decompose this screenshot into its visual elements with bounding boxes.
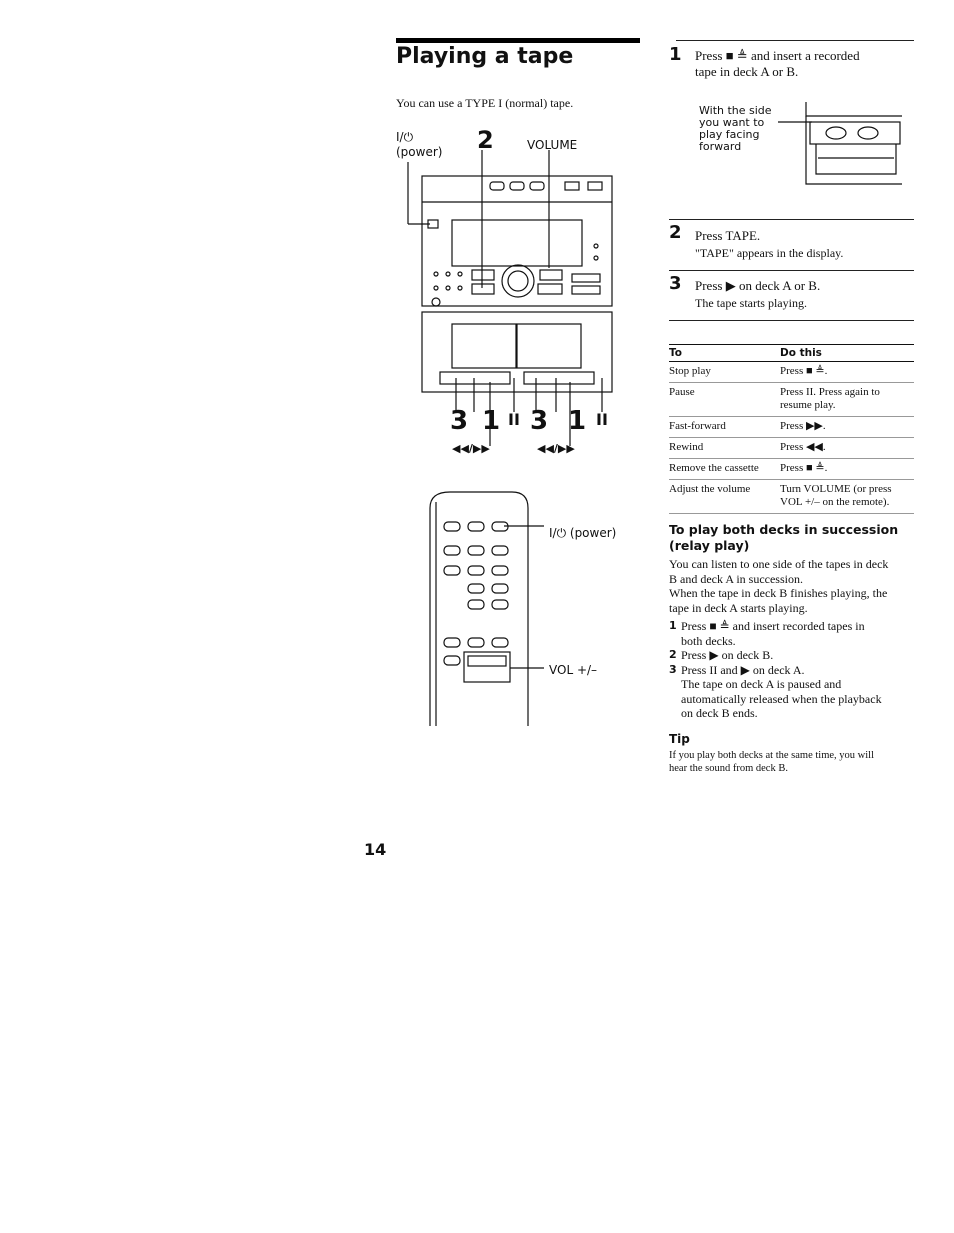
relay-paragraph: You can listen to one side of the tapes … — [669, 557, 914, 615]
relay-step-line: both decks. — [681, 633, 736, 648]
do-line: resume play. — [780, 399, 836, 411]
table-row: Fast-forward Press ▶▶. — [669, 416, 914, 438]
step2-rule — [669, 219, 914, 220]
step-2-callout: 2 — [477, 126, 494, 154]
relay-step: 1 Press ■ ≜ and insert recorded tapes in… — [669, 619, 914, 648]
relay-heading-line: (relay play) — [669, 538, 750, 553]
step-3-sub: The tape starts playing. — [695, 296, 807, 310]
table-cell-do: Press ▶▶. — [780, 416, 914, 438]
step-2-sub: "TAPE" appears in the display. — [695, 246, 844, 260]
ff-rew-label-a: ◀◀/▶▶ — [452, 442, 490, 455]
step-2-text: Press TAPE. — [695, 228, 761, 243]
volume-label: VOLUME — [527, 138, 578, 152]
table-cell-to: Rewind — [669, 437, 780, 459]
page-number: 14 — [364, 840, 387, 859]
relay-step-line: automatically released when the playback — [681, 691, 882, 706]
title-rule — [396, 38, 640, 43]
table-row: Rewind Press ◀◀. — [669, 437, 914, 459]
relay-step: 3 Press II and ▶ on deck A. The tape on … — [669, 663, 914, 721]
relay-step: 2 Press ▶ on deck B. — [669, 648, 914, 663]
remote-illustration — [429, 491, 544, 726]
relay-heading: To play both decks in succession (relay … — [669, 522, 909, 554]
do-line: Press ■ ≜. — [780, 462, 828, 474]
table-cell-to: Remove the cassette — [669, 458, 780, 480]
relay-step-line: The tape on deck A is paused and — [681, 677, 842, 691]
step-1-text: Press ■ ≜ and insert a recorded tape in … — [695, 48, 860, 80]
table-row: Remove the cassette Press ■ ≜. — [669, 458, 914, 480]
power-label: (power) — [396, 145, 443, 159]
relay-step-num: 3 — [669, 662, 677, 676]
table-cell-to: Fast-forward — [669, 416, 780, 438]
tip-text: If you play both decks at the same time,… — [669, 749, 909, 775]
power-symbol: I/⏻ — [396, 130, 414, 144]
tip-line: If you play both decks at the same time,… — [669, 750, 874, 761]
table-cell-to: Pause — [669, 382, 780, 417]
table-header: Do this — [780, 344, 914, 362]
relay-para-line: B and deck A in succession. — [669, 571, 803, 586]
callout-1b: 1 — [568, 406, 587, 436]
deck-caption-line: play facing — [699, 128, 760, 141]
steps-end-rule — [669, 320, 914, 321]
relay-step-line: Press ▶ on deck B. — [681, 648, 774, 662]
tip-heading: Tip — [669, 732, 690, 746]
do-line: VOL +/– on the remote). — [780, 496, 890, 508]
relay-step-line: Press II and ▶ on deck A. — [681, 662, 805, 677]
step-1-line: tape in deck A or B. — [695, 64, 799, 79]
table-header: To — [669, 344, 780, 362]
ff-rew-label-b: ◀◀/▶▶ — [537, 442, 575, 455]
remote-power-label: I/⏻ (power) — [549, 526, 617, 540]
relay-para-line: tape in deck A starts playing. — [669, 600, 808, 615]
tip-line: hear the sound from deck B. — [669, 763, 788, 774]
relay-step-num: 1 — [669, 619, 677, 632]
callout-pause-a: II — [508, 410, 520, 429]
intro-text: You can use a TYPE I (normal) tape. — [396, 96, 574, 110]
relay-para-line: When the tape in deck B finishes playing… — [669, 586, 888, 600]
stereo-unit-illustration — [407, 150, 613, 446]
table-cell-to: Stop play — [669, 361, 780, 383]
table-cell-do: Press ◀◀. — [780, 437, 914, 459]
page-title: Playing a tape — [396, 44, 574, 69]
deck-caption-line: you want to — [699, 116, 765, 129]
do-line: Press ■ ≜. — [780, 365, 828, 377]
relay-steps: 1 Press ■ ≜ and insert recorded tapes in… — [669, 619, 914, 721]
table-row: Stop play Press ■ ≜. — [669, 361, 914, 383]
deck-caption-line: With the side — [699, 104, 772, 117]
relay-heading-line: To play both decks in succession — [669, 522, 899, 537]
operations-table: To Do this Stop play Press ■ ≜. Pause Pr… — [669, 344, 914, 514]
relay-step-line: on deck B ends. — [681, 706, 758, 720]
do-line: Press II. Press again to — [780, 386, 880, 398]
step3-rule — [669, 270, 914, 271]
step-3-number: 3 — [669, 273, 682, 294]
relay-para-line: You can listen to one side of the tapes … — [669, 557, 889, 571]
deck-caption-line: forward — [699, 140, 742, 153]
do-line: Turn VOLUME (or press — [780, 483, 892, 495]
deck-caption: With the side you want to play facing fo… — [699, 105, 772, 153]
step-1-number: 1 — [669, 44, 682, 65]
callout-pause-b: II — [596, 410, 608, 429]
callout-1a: 1 — [482, 406, 501, 436]
do-line: Press ▶▶. — [780, 420, 826, 432]
callout-3b: 3 — [530, 406, 549, 436]
step1-rule — [676, 40, 914, 41]
table-cell-do: Press ■ ≜. — [780, 361, 914, 383]
table-cell-do: Press ■ ≜. — [780, 458, 914, 480]
cassette-insert-illustration — [778, 102, 902, 185]
relay-step-num: 2 — [669, 648, 677, 661]
do-line: Press ◀◀. — [780, 441, 826, 453]
callout-3a: 3 — [450, 406, 469, 436]
step-1-line: Press ■ ≜ and insert a recorded — [695, 48, 860, 63]
relay-step-line: Press ■ ≜ and insert recorded tapes in — [681, 619, 865, 633]
remote-vol-label: VOL +/– — [549, 663, 598, 677]
step-3-text: Press ▶ on deck A or B. — [695, 278, 821, 293]
step-2-number: 2 — [669, 222, 682, 243]
table-cell-to: Adjust the volume — [669, 479, 780, 514]
